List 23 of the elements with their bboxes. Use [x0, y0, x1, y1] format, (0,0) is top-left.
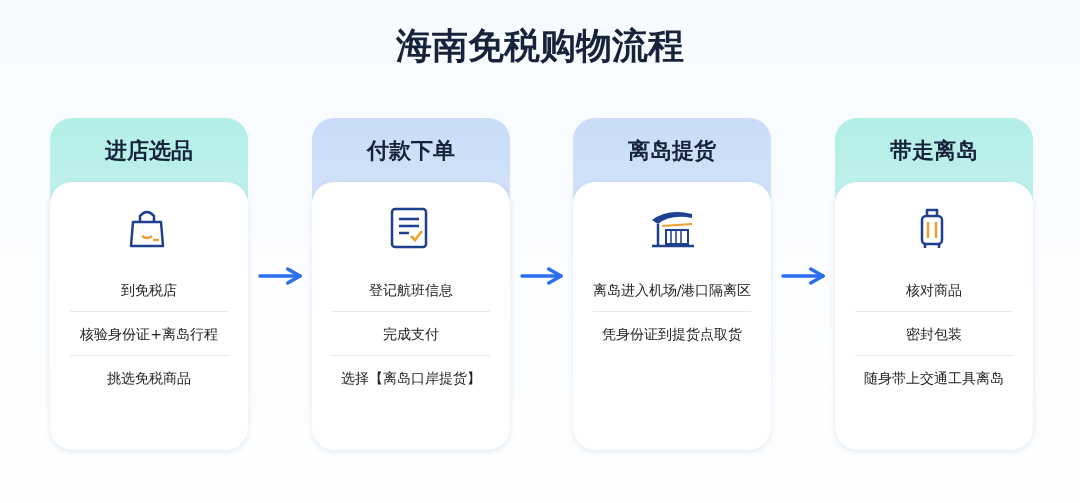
card-heading: 离岛提货: [627, 137, 717, 165]
arrow: [781, 267, 825, 285]
step-text: 登记航班信息: [368, 282, 454, 300]
step-text: 凭身份证到提货点取货: [601, 326, 743, 344]
arrow: [520, 267, 563, 285]
step-card: [50, 118, 248, 450]
step-text: 完成支付: [382, 326, 440, 344]
step-text: 核对商品: [905, 282, 963, 300]
arrow: [258, 267, 302, 285]
title: 海南免税购物流程: [395, 24, 685, 68]
step-text: 选择【离岛口岸提货】: [340, 370, 482, 388]
step-text: 挑选免税商品: [106, 370, 192, 388]
card-heading: 进店选品: [104, 137, 194, 165]
step-card: [573, 118, 771, 450]
card-heading: 带走离岛: [889, 137, 979, 165]
card-heading: 付款下单: [365, 137, 456, 165]
step-card: [312, 118, 510, 450]
step-text: 离岛进入机场/港口隔离区: [591, 282, 753, 300]
step-text: 随身带上交通工具离岛: [863, 370, 1005, 388]
step-card: [835, 118, 1033, 450]
step-text: 核验身份证+离岛行程: [79, 326, 219, 344]
step-text: 密封包装: [905, 326, 963, 344]
step-text: 到免税店: [120, 282, 178, 300]
